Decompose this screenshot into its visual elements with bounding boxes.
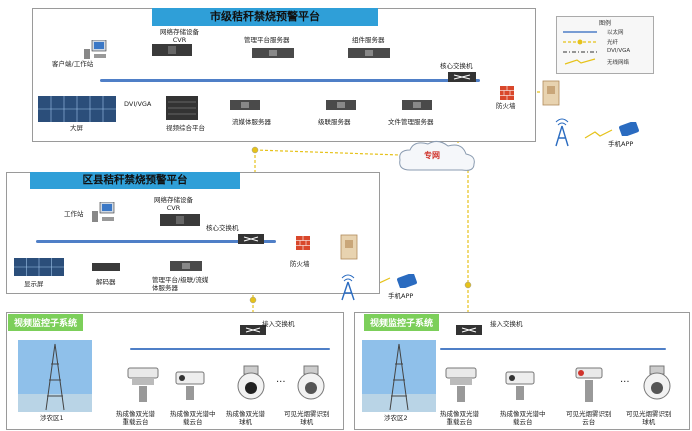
area-2-label: 涉农区2 [384, 414, 408, 422]
sub1-cam1-label: 热成像双光谱 重载云台 [116, 410, 155, 426]
component-server-label: 组件服务器 [352, 36, 385, 44]
router-icon [542, 80, 560, 106]
tower-image-2 [362, 340, 436, 412]
display-screen-icon [14, 258, 64, 276]
big-screen-icon [38, 96, 116, 122]
county-firewall-label: 防火墙 [290, 260, 310, 268]
sub2-heavy-ptz-camera-icon [444, 364, 478, 404]
file-server-label: 文件管理服务器 [388, 118, 434, 126]
sub1-cam3-label: 热成像双光谱 球机 [226, 410, 265, 426]
sub2-ethernet-bus [440, 348, 666, 350]
computer-icon [84, 40, 114, 60]
county-phone-icon [396, 274, 418, 288]
sub2-cam1-label: 热成像双光谱 重载云台 [440, 410, 479, 426]
mgmt-server-icon [252, 46, 294, 60]
county-firewall-icon [296, 236, 310, 250]
county-computer-icon [92, 202, 122, 224]
cascade-server-icon [326, 98, 356, 112]
antenna-icon [552, 118, 572, 148]
private-network-label: 专网 [424, 151, 440, 160]
video-platform-label: 视频综合平台 [166, 124, 205, 132]
county-core-switch-icon [238, 232, 264, 246]
client-label: 客户端/工作站 [52, 60, 94, 68]
sub1-cam2-label: 热成像双光谱中 载云台 [170, 410, 216, 426]
phone-icon [618, 122, 640, 136]
legend-item-ethernet: 以太网 [563, 30, 624, 36]
county-ethernet-bus [36, 240, 276, 243]
stream-server-icon [230, 98, 260, 112]
city-core-switch-label: 核心交换机 [440, 62, 473, 70]
sub1-switch-label: 接入交换机 [262, 320, 295, 328]
subsystem-1-title: 视频监控子系统 [8, 314, 84, 331]
display-screen-label: 显示屏 [24, 280, 44, 288]
county-platform-title: 区县秸秆禁烧预警平台 [30, 172, 240, 189]
county-platform-box [6, 172, 380, 294]
area-1-label: 涉农区1 [40, 414, 64, 422]
county-core-switch-label: 核心交换机 [206, 224, 239, 232]
sub2-medium-ptz-camera-icon [502, 366, 538, 402]
city-app-label: 手机APP [608, 140, 634, 148]
sub2-smoke-dome-camera-icon [642, 364, 672, 402]
county-workstation-label: 工作站 [64, 210, 84, 218]
heavy-ptz-camera-icon [126, 364, 160, 404]
county-server-label: 管理平台/级联/流媒 体服务器 [152, 276, 209, 292]
city-platform-title: 市级秸秆禁烧预警平台 [152, 8, 378, 26]
county-router-icon [340, 234, 358, 260]
legend-box: 图例 以太网 光纤 DVI/VGA 无线网络 [556, 16, 654, 74]
stream-server-label: 流媒体服务器 [232, 118, 271, 126]
video-platform-icon [166, 96, 198, 120]
city-cvr-label: 网络存储设备 CVR [160, 28, 199, 44]
decoder-label: 解码器 [96, 278, 116, 286]
sub2-cam4-label: 可见光烟雾识别 球机 [626, 410, 672, 426]
sub2-smoke-ptz-camera-icon [572, 364, 606, 404]
big-screen-label: 大屏 [70, 124, 83, 132]
county-cvr-icon [160, 212, 200, 228]
sub2-switch-label: 接入交换机 [490, 320, 523, 328]
decoder-icon [92, 262, 120, 272]
file-server-icon [402, 98, 432, 112]
sub2-switch-icon [456, 324, 482, 336]
firewall-icon [500, 86, 514, 100]
sub1-cam4-label: 可见光烟雾识别 球机 [284, 410, 330, 426]
city-firewall-label: 防火墙 [496, 102, 516, 110]
cloud-icon [396, 140, 478, 174]
dome-camera-icon [236, 364, 266, 402]
county-cvr-label: 网络存储设备 CVR [154, 196, 193, 212]
sub1-switch-icon [240, 324, 266, 336]
county-antenna-icon [338, 274, 358, 302]
sub2-cam2-label: 热成像双光谱中 载云台 [500, 410, 546, 426]
medium-ptz-camera-icon [172, 366, 208, 402]
sub1-ethernet-bus [130, 348, 330, 350]
component-server-icon [348, 46, 390, 60]
city-ethernet-bus [100, 79, 480, 82]
cvr-icon [152, 42, 192, 58]
legend-item-fiber: 光纤 [557, 37, 653, 47]
county-app-label: 手机APP [388, 292, 414, 300]
core-switch-icon [448, 70, 476, 84]
smoke-dome-camera-icon [296, 364, 326, 402]
legend-item-dvi: DVI/VGA [563, 48, 631, 54]
legend-item-wireless: 无线网络 [557, 57, 653, 67]
mgmt-server-label: 管理平台服务器 [244, 36, 290, 44]
sub2-cam3-label: 可见光烟雾识别 云台 [566, 410, 612, 426]
county-server-icon [170, 260, 202, 272]
cascade-server-label: 级联服务器 [318, 118, 351, 126]
city-dvi-label: DVI/VGA [124, 100, 152, 108]
subsystem-2-title: 视频监控子系统 [364, 314, 440, 331]
legend-title: 图例 [598, 20, 611, 27]
tower-image-1 [18, 340, 92, 412]
sub2-dots: ... [620, 374, 630, 385]
sub1-dots: ... [276, 374, 286, 385]
